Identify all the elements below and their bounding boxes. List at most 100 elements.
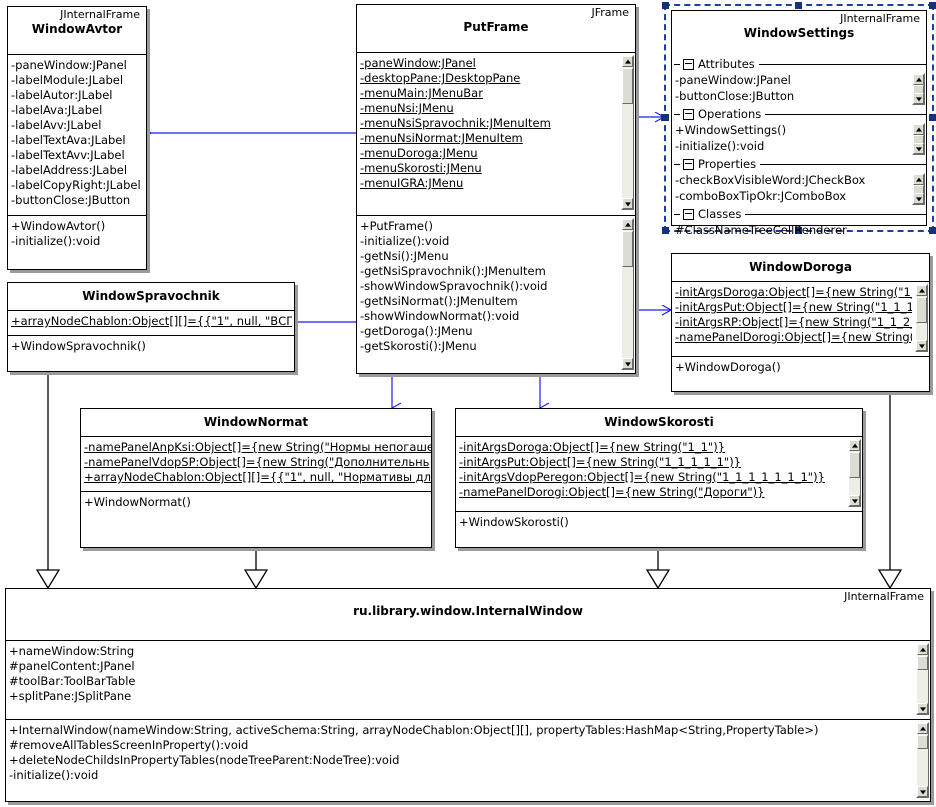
- operations-section-body: +WindowSettings() -initialize():void: [672, 122, 926, 156]
- class-name-label: WindowSettings: [743, 26, 855, 40]
- scroll-up-button[interactable]: [916, 285, 927, 296]
- attribute-row: -paneWindow:JPanel: [11, 58, 127, 72]
- section-dash-right: [745, 213, 926, 215]
- attributes-scrollbar[interactable]: [916, 643, 929, 715]
- operation-row: -getSkorosti():JMenu: [360, 339, 477, 353]
- scrollbar-thumb[interactable]: [917, 656, 928, 670]
- chevron-down-icon: [918, 343, 925, 348]
- attributes-compartment: +nameWindow:String #panelContent:JPanel …: [6, 641, 930, 719]
- operation-row: -initialize():void: [9, 768, 99, 782]
- scroll-down-button[interactable]: [917, 703, 928, 714]
- class-box-windowavtor[interactable]: JInternalFrame WindowAvtor -paneWindow:J…: [7, 6, 147, 270]
- collapse-minus-icon[interactable]: [683, 158, 694, 170]
- selection-handle-top-center[interactable]: [795, 2, 802, 9]
- operation-row: -getNsiNormat():JMenuItem: [360, 294, 518, 308]
- property-row: -checkBoxVisibleWord:JCheckBox: [675, 173, 866, 187]
- chevron-down-icon: [919, 789, 926, 794]
- stereotype-label: JInternalFrame: [840, 12, 920, 25]
- scroll-up-button[interactable]: [913, 124, 924, 135]
- scroll-up-button[interactable]: [917, 723, 928, 734]
- attributes-section-scrollbar[interactable]: [912, 73, 925, 105]
- operations-section-scrollbar[interactable]: [912, 123, 925, 155]
- attributes-scrollbar[interactable]: [915, 284, 928, 352]
- section-header-classes[interactable]: Classes: [672, 206, 926, 222]
- chevron-up-icon: [918, 288, 925, 293]
- class-box-windowdoroga[interactable]: WindowDoroga -initArgsDoroga:Object[]={n…: [671, 253, 930, 392]
- section-header-properties[interactable]: Properties: [672, 156, 926, 172]
- attribute-row: +splitPane:JSplitPane: [9, 689, 132, 703]
- selection-frame-windowsettings[interactable]: [662, 2, 936, 234]
- scrollbar-thumb[interactable]: [916, 297, 927, 323]
- selection-handle-top-left[interactable]: [662, 2, 669, 9]
- attribute-row: -labelTextAvv:JLabel: [11, 148, 125, 162]
- operations-scrollbar[interactable]: [916, 722, 929, 798]
- scroll-down-button[interactable]: [917, 786, 928, 797]
- collapse-minus-icon[interactable]: [683, 58, 694, 70]
- class-box-windowspravochnik[interactable]: WindowSpravochnik +arrayNodeChablon:Obje…: [7, 282, 295, 372]
- scrollbar-thumb[interactable]: [917, 735, 928, 749]
- operations-scrollbar[interactable]: [621, 218, 634, 370]
- class-header-windowdoroga: WindowDoroga: [672, 254, 929, 282]
- attribute-row: -labelCopyRight:JLabel: [11, 178, 141, 192]
- section-header-operations[interactable]: Operations: [672, 106, 926, 122]
- attributes-scrollbar[interactable]: [848, 439, 861, 507]
- collapse-minus-icon[interactable]: [683, 108, 694, 120]
- scroll-down-button[interactable]: [622, 358, 633, 369]
- class-name-label: WindowSpravochnik: [82, 289, 220, 303]
- attributes-scrollbar[interactable]: [621, 55, 634, 210]
- collapse-minus-icon[interactable]: [683, 208, 694, 220]
- scrollbar-thumb[interactable]: [849, 452, 860, 478]
- chevron-down-icon: [915, 146, 922, 151]
- selection-handle-mid-right[interactable]: [929, 114, 936, 121]
- scroll-down-button[interactable]: [913, 193, 924, 204]
- chevron-down-icon: [624, 201, 631, 206]
- attribute-row: -labelAvv:JLabel: [11, 118, 102, 132]
- scrollbar-thumb[interactable]: [622, 68, 633, 104]
- classes-section-body: #ClassNameTreeCellRenderer: [672, 222, 926, 240]
- attribute-row: #toolBar:ToolBarTable: [9, 674, 136, 688]
- properties-section-scrollbar[interactable]: [912, 173, 925, 205]
- selection-handle-mid-left[interactable]: [662, 114, 669, 121]
- stereotype-label: JInternalFrame: [844, 590, 924, 603]
- scroll-up-button[interactable]: [622, 56, 633, 67]
- operation-row: +WindowAvtor(): [11, 219, 106, 233]
- class-box-windownormat[interactable]: WindowNormat -namePanelAnpKsi:Object[]={…: [80, 408, 432, 548]
- scroll-up-button[interactable]: [849, 440, 860, 451]
- attribute-row: -buttonClose:JButton: [11, 193, 131, 207]
- class-box-windowsettings[interactable]: JInternalFrame WindowSettings Attributes…: [671, 10, 927, 237]
- selection-handle-bottom-center[interactable]: [795, 227, 802, 234]
- stereotype-label: JInternalFrame: [60, 8, 140, 21]
- scroll-down-button[interactable]: [913, 143, 924, 154]
- operation-row: -initialize():void: [675, 139, 765, 153]
- attribute-row: +arrayNodeChablon:Object[][]={{"1", null…: [11, 314, 292, 328]
- scroll-up-button[interactable]: [622, 219, 633, 230]
- scroll-down-button[interactable]: [913, 93, 924, 104]
- scroll-down-button[interactable]: [849, 495, 860, 506]
- chevron-up-icon: [851, 443, 858, 448]
- attributes-compartment: +arrayNodeChablon:Object[][]={{"1", null…: [8, 311, 294, 335]
- selection-handle-top-right[interactable]: [929, 2, 936, 9]
- operation-row: +PutFrame(): [360, 219, 433, 233]
- class-box-putframe[interactable]: JFrame PutFrame -paneWindow:JPanel -desk…: [356, 4, 636, 374]
- scroll-down-button[interactable]: [622, 198, 633, 209]
- attributes-section-body: -paneWindow:JPanel -buttonClose:JButton: [672, 72, 926, 106]
- scroll-up-button[interactable]: [913, 74, 924, 85]
- operation-row: -initialize():void: [11, 234, 101, 248]
- selection-handle-bottom-right[interactable]: [929, 227, 936, 234]
- scroll-up-button[interactable]: [917, 644, 928, 655]
- attributes-compartment: -initArgsDoroga:Object[]={new String("1_…: [672, 282, 929, 356]
- scroll-down-button[interactable]: [916, 340, 927, 351]
- class-box-windowskorosti[interactable]: WindowSkorosti -initArgsDoroga:Object[]=…: [455, 408, 863, 548]
- chevron-up-icon: [624, 59, 631, 64]
- class-name-label: PutFrame: [463, 20, 529, 34]
- class-name-label: ru.library.window.InternalWindow: [353, 604, 583, 618]
- scrollbar-thumb[interactable]: [622, 231, 633, 267]
- section-header-attributes[interactable]: Attributes: [672, 56, 926, 72]
- chevron-down-icon: [919, 706, 926, 711]
- class-box-internalwindow[interactable]: JInternalFrame ru.library.window.Interna…: [5, 588, 931, 802]
- attribute-row: -labelAutor:JLabel: [11, 88, 113, 102]
- operation-row: +WindowDoroga(): [675, 360, 781, 374]
- scroll-up-button[interactable]: [913, 174, 924, 185]
- selection-handle-bottom-left[interactable]: [662, 227, 669, 234]
- operations-compartment: +WindowSpravochnik(): [8, 335, 294, 371]
